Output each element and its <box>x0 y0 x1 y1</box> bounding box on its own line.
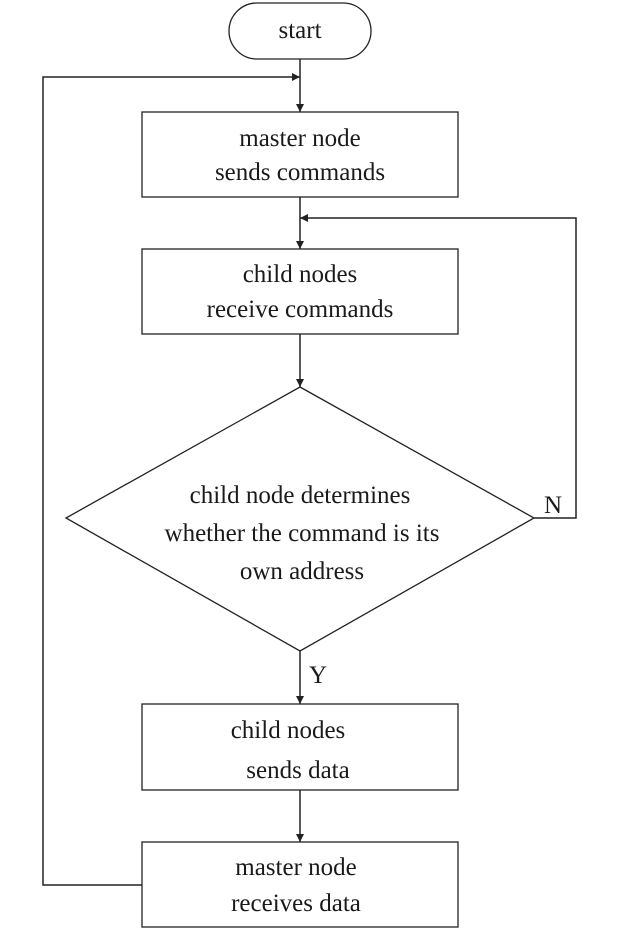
decision-label-line: child node determines <box>190 482 411 509</box>
process-label-line: master node <box>239 125 360 152</box>
decision-diamond <box>64 386 536 652</box>
start-label: start <box>278 17 321 44</box>
decision-label-line: whether the command is its <box>165 520 440 547</box>
process-child-receive-commands: child nodes receive commands <box>141 248 459 335</box>
branch-no-label: N <box>544 492 562 519</box>
start-terminal: start <box>228 2 372 60</box>
loop-back-connector <box>42 73 300 886</box>
process-label-line: child nodes <box>243 261 358 288</box>
process-box <box>141 111 459 198</box>
process-label-line: child nodes <box>231 717 346 744</box>
process-label-line: sends commands <box>215 159 385 186</box>
process-label-line: receive commands <box>207 296 394 323</box>
loop-no-branch-connector <box>300 214 577 519</box>
process-box <box>141 703 459 791</box>
process-master-receives-data: master node receives data <box>141 841 459 928</box>
process-child-sends-data: child nodes sends data <box>141 703 459 791</box>
process-box <box>141 841 459 928</box>
process-label-line: sends data <box>246 757 349 784</box>
branch-yes-label: Y <box>309 662 327 689</box>
process-master-sends-commands: master node sends commands <box>141 111 459 198</box>
decision-address-check: child node determines whether the comman… <box>64 386 536 652</box>
decision-label-line: own address <box>240 558 364 585</box>
process-label-line: receives data <box>231 890 361 917</box>
process-label-line: master node <box>235 854 356 881</box>
